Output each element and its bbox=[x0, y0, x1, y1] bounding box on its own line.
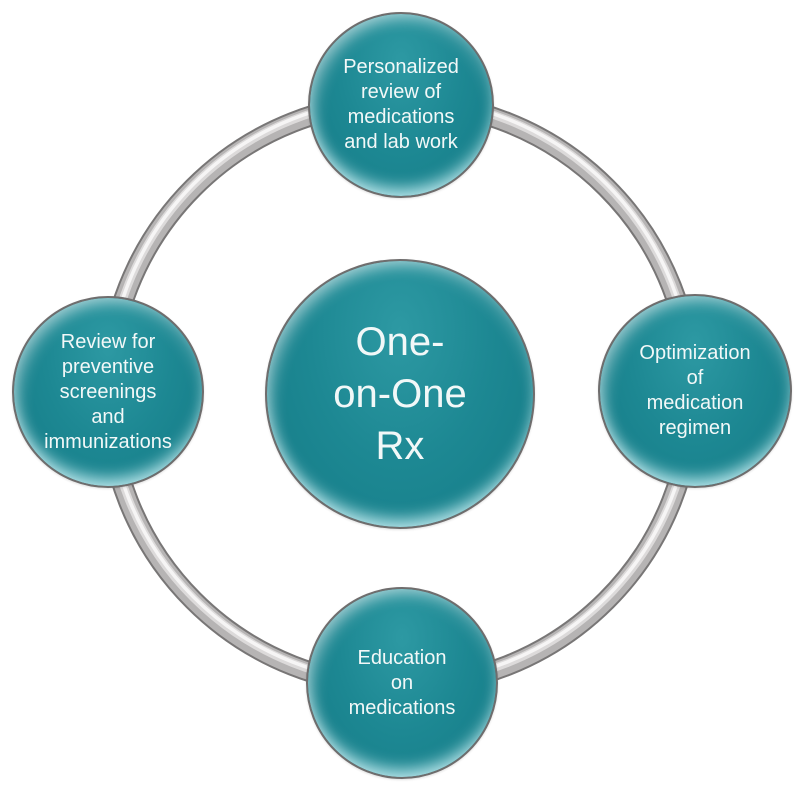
cycle-node-bottom: Education on medications bbox=[306, 587, 498, 779]
cycle-node-label-line: of bbox=[686, 367, 704, 389]
cycle-node-label-line: preventive bbox=[61, 355, 155, 378]
cycle-node-label-line: review of bbox=[360, 81, 442, 103]
cycle-node-label-line: medications bbox=[347, 106, 455, 128]
cycle-node-label-line: and lab work bbox=[344, 131, 458, 153]
cycle-node-label-line: One- bbox=[355, 320, 445, 364]
cycle-node-label-line: on bbox=[390, 671, 414, 694]
cycle-node-center: One- on-One Rx bbox=[265, 259, 535, 529]
cycle-node-left: Review for preventive screenings and imm… bbox=[12, 296, 204, 488]
cycle-node-label-line: Personalized bbox=[343, 56, 459, 78]
cycle-node-label-line: Rx bbox=[375, 424, 425, 468]
cycle-node-top: Personalized review of medications and l… bbox=[308, 12, 494, 198]
cycle-node-label-line: medications bbox=[348, 696, 456, 719]
cycle-node-label-line: medication bbox=[646, 392, 744, 414]
cycle-node-label-line: on-One bbox=[333, 372, 467, 416]
cycle-node-label-line: Review for bbox=[60, 330, 156, 353]
cycle-node-label-line: regimen bbox=[658, 417, 732, 439]
cycle-node-label-line: immunizations bbox=[44, 430, 172, 453]
cycle-node-label-line: Education bbox=[357, 646, 447, 669]
cycle-node-label-line: screenings bbox=[59, 380, 157, 403]
cycle-node-label-line: Optimization bbox=[639, 342, 751, 364]
cycle-node-right: Optimization of medication regimen bbox=[598, 294, 792, 488]
cycle-node-label-line: and bbox=[91, 405, 125, 428]
